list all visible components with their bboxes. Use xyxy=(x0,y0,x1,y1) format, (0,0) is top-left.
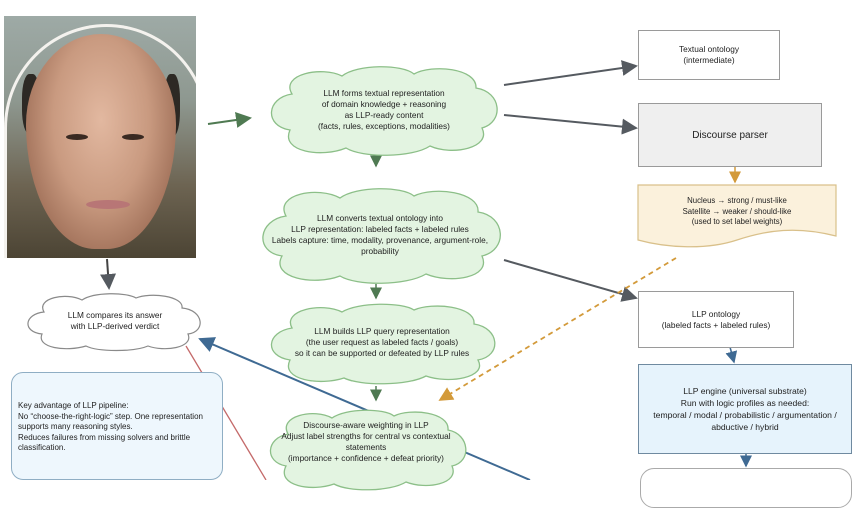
photo-mouth xyxy=(86,200,130,209)
box-line: Run with logic profiles as needed: xyxy=(680,398,810,408)
cloud-line: LLM compares its answer xyxy=(67,310,163,320)
cloud-line: LLM forms textual representation xyxy=(323,88,445,98)
connector-layer xyxy=(100,60,752,480)
box-textual-ontology: Textual ontology (intermediate) xyxy=(638,30,780,80)
note-key-advantage: Key advantage of LLP pipeline: No “choos… xyxy=(11,372,223,480)
cloud-line: so it can be supported or defeated by LL… xyxy=(294,347,470,358)
connector-compare-to-note xyxy=(185,345,267,480)
box-discourse-parser: Discourse parser xyxy=(638,103,822,167)
arrow-converts-to-llp-ontology xyxy=(503,259,638,302)
box-llp-engine: LLP engine (universal substrate) Run wit… xyxy=(638,364,852,454)
arrow-photo-to-compare xyxy=(100,258,117,290)
cloud-line: LLP representation: labeled facts + labe… xyxy=(291,224,469,234)
cloud-line: LLM builds LLP query representation xyxy=(314,325,450,336)
cloud-line: (the user request as labeled facts / goa… xyxy=(305,336,459,347)
note-line: classification. xyxy=(18,443,66,452)
doc-line: Satellite → weaker / should-like xyxy=(682,206,792,216)
arrow-nucleus-to-weighting xyxy=(438,257,677,401)
box-line: LLP ontology xyxy=(691,308,741,319)
cloud-line: of domain knowledge + reasoning xyxy=(321,99,447,109)
cloud-builds-query: LLM builds LLP query representation (the… xyxy=(262,302,502,385)
box-result-partial xyxy=(640,468,852,508)
cloud-line: Labels capture: time, modality, provenan… xyxy=(271,235,489,245)
cloud-converts-ontology: LLM converts textual ontology into LLP r… xyxy=(252,186,508,284)
doc-line: (used to set label weights) xyxy=(691,217,783,227)
note-line: Key advantage of LLP pipeline: xyxy=(18,401,129,410)
arrow-forms-to-discourse-parser xyxy=(503,114,638,135)
photo-face xyxy=(26,34,176,249)
note-line: Reduces failures from missing solvers an… xyxy=(18,432,191,442)
note-line: No “choose-the-right-logic” step. One re… xyxy=(18,411,203,421)
cloud-line: LLM converts textual ontology into xyxy=(317,213,443,223)
cloud-compare-answer: LLM compares its answer with LLP-derived… xyxy=(20,292,210,352)
cloud-line: Discourse-aware weighting in LLP xyxy=(303,420,429,430)
arrow-verdict-to-compare xyxy=(198,337,531,480)
box-line: Discourse parser xyxy=(692,129,768,141)
arrow-photo-to-forms xyxy=(207,112,252,128)
arrow-forms-to-textual-ontology xyxy=(503,60,638,86)
photo-eye-left xyxy=(66,134,88,140)
cloud-shape xyxy=(270,303,496,385)
portrait-photo xyxy=(4,16,196,258)
box-line: (labeled facts + labeled rules) xyxy=(661,319,771,330)
box-line: (intermediate) xyxy=(683,55,735,65)
cloud-line: probability xyxy=(361,246,399,256)
cloud-shape xyxy=(270,66,498,156)
cloud-line: as LLP-ready content xyxy=(344,110,424,120)
cloud-line: statements xyxy=(345,442,387,452)
cloud-line: (importance + confidence + defeat priori… xyxy=(288,453,444,463)
doc-line: Nucleus → strong / must-like xyxy=(687,196,787,206)
document-shape xyxy=(637,184,837,248)
photo-eye-right xyxy=(122,134,144,140)
photo-frame-arc xyxy=(4,24,196,258)
cloud-discourse-weighting: Discourse-aware weighting in LLP Adjust … xyxy=(262,408,470,491)
cloud-line: (facts, rules, exceptions, modalities) xyxy=(318,121,450,131)
doc-nucleus-satellite: Nucleus → strong / must-like Satellite →… xyxy=(637,184,837,250)
box-line: temporal / modal / probabilistic / argum… xyxy=(653,410,837,420)
box-llp-ontology: LLP ontology (labeled facts + labeled ru… xyxy=(638,291,794,348)
box-line: abductive / hybrid xyxy=(711,422,779,432)
arrow-ontology-to-engine xyxy=(725,346,738,364)
box-line: Textual ontology xyxy=(679,44,739,54)
cloud-shape xyxy=(262,188,501,284)
cloud-forms-textual-representation: LLM forms textual representation of doma… xyxy=(262,64,506,156)
doc-text: Nucleus → strong / must-like Satellite →… xyxy=(637,184,837,240)
cloud-line: Adjust label strengths for central vs co… xyxy=(281,431,451,441)
box-line: LLP engine (universal substrate) xyxy=(683,386,807,396)
cloud-line: with LLP-derived verdict xyxy=(70,321,160,331)
note-line: supports many reasoning styles. xyxy=(18,422,133,431)
cloud-shape xyxy=(27,293,201,352)
